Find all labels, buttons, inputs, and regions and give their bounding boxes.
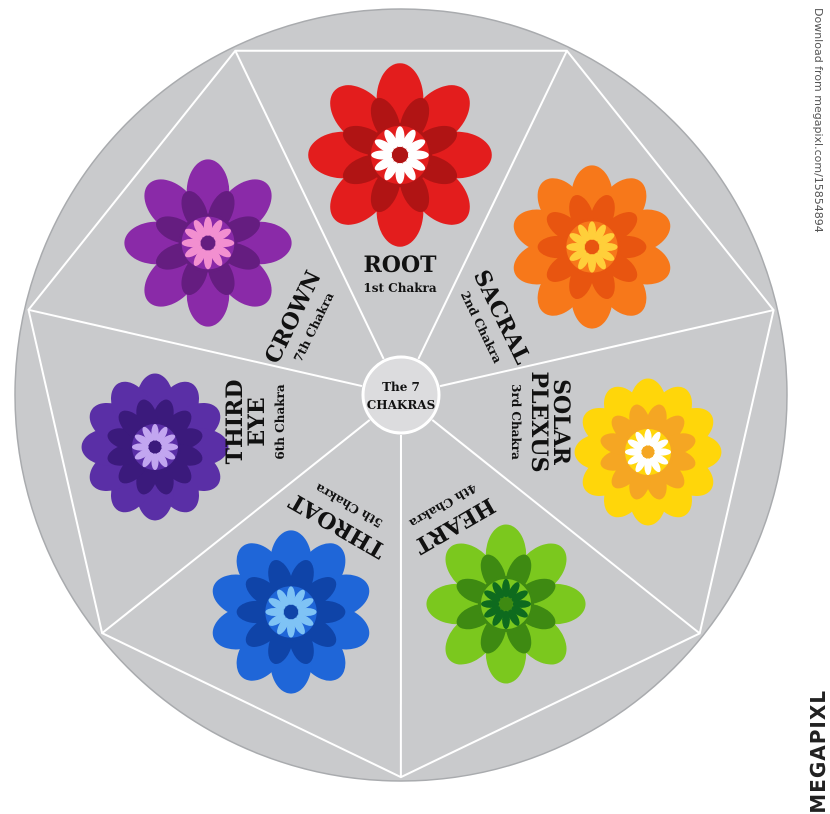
root-title: ROOT <box>364 252 438 278</box>
crown-mandala-icon <box>124 159 291 326</box>
root-mandala-icon <box>308 63 492 247</box>
third-title-line2: EYE <box>244 397 270 446</box>
center-line2: CHAKRAS <box>367 398 436 412</box>
download-caption: Download from megapixl.com/15854894 <box>812 8 825 233</box>
megapixl-logo: MEGAPIXL <box>806 690 830 814</box>
root-label: ROOT 1st Chakra <box>363 252 437 295</box>
heart-mandala-icon <box>426 524 585 683</box>
solar-subtitle: 3rd Chakra <box>509 384 523 460</box>
solar-title-line2: PLEXUS <box>526 372 552 473</box>
center-line1: The 7 <box>382 380 420 394</box>
third-subtitle: 6th Chakra <box>273 384 287 459</box>
root-subtitle: 1st Chakra <box>363 281 437 295</box>
center-hub <box>363 357 439 433</box>
